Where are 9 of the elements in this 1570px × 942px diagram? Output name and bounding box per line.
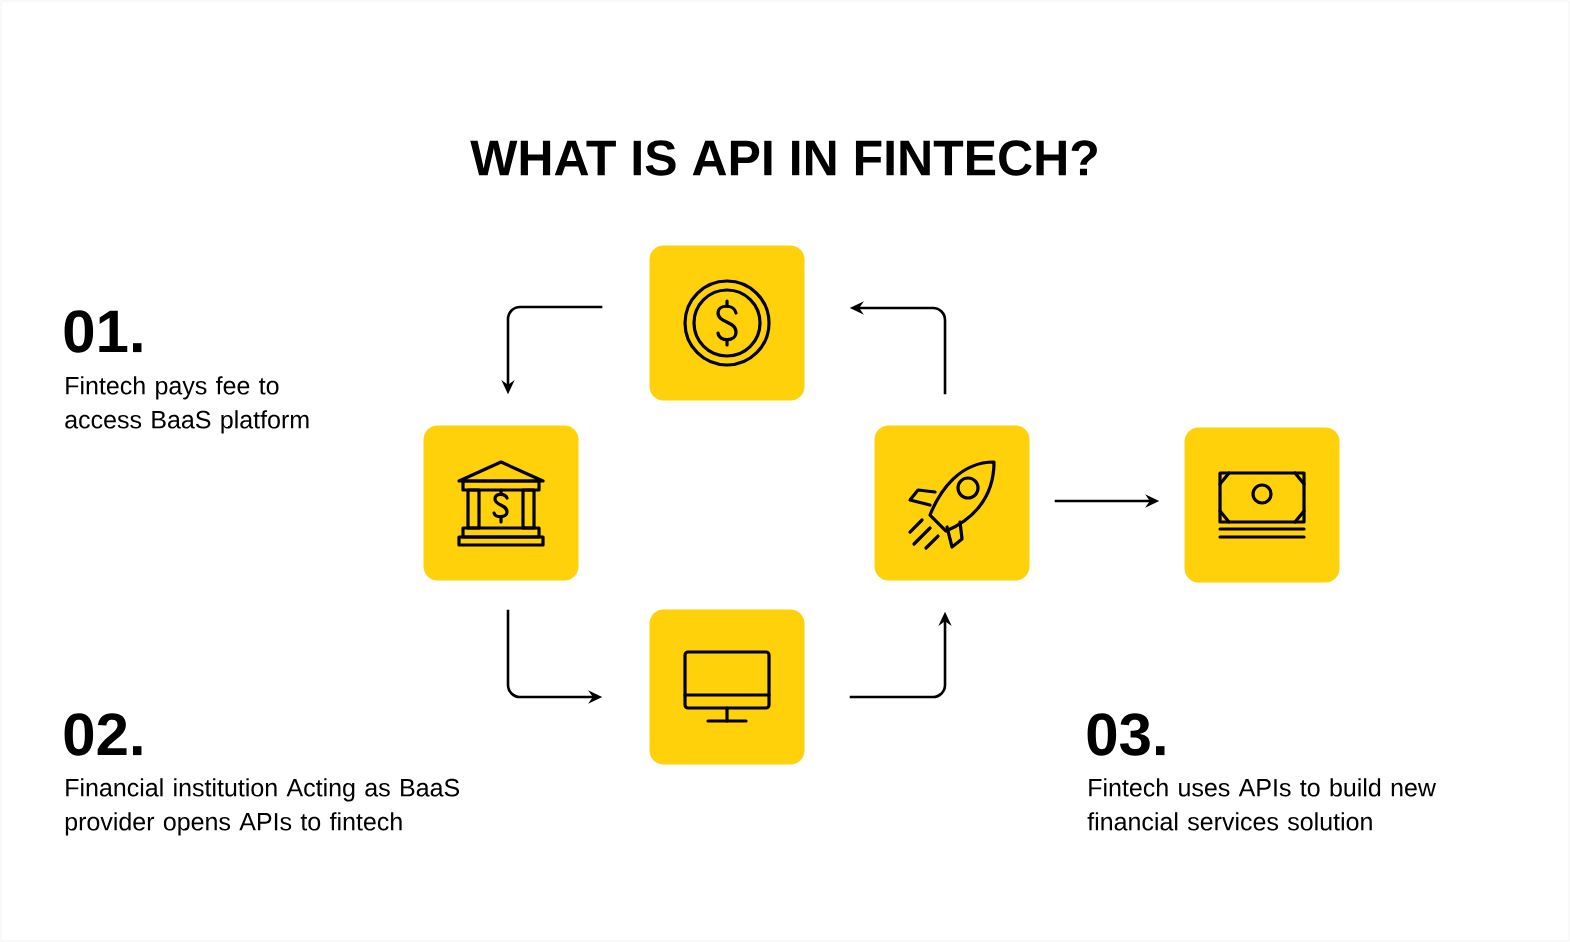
icon-tile: [874, 425, 1030, 581]
step-number: 03.: [1087, 713, 1165, 756]
step-description: Financial institution Acting as BaaS provider opens APIs to fintech: [65, 778, 460, 836]
step-description: Fintech pays fee to access BaaS platform: [65, 376, 309, 434]
step-number: 02.: [64, 713, 142, 756]
step-number: 01.: [64, 310, 142, 353]
icon-tile: [649, 609, 805, 765]
step-description: Fintech uses APIs to build new financial services solution: [1087, 778, 1436, 831]
title: WHAT IS API IN FINTECH?: [470, 140, 1097, 176]
